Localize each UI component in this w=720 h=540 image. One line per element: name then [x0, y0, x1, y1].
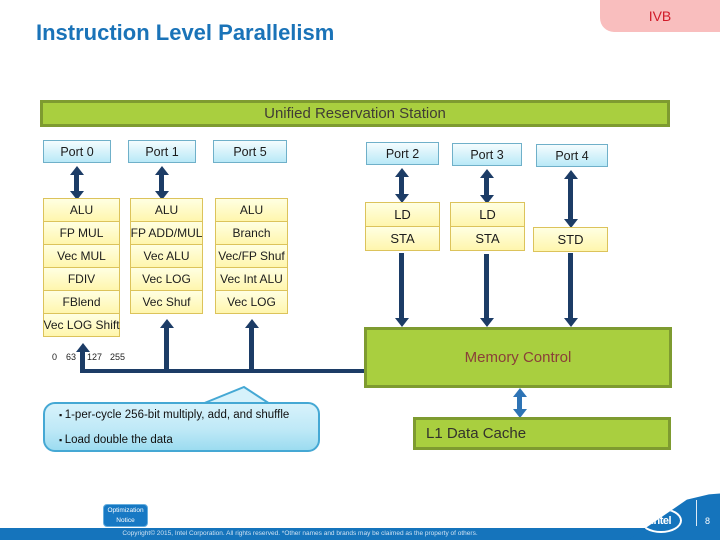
memory-l1-double-arrow-icon	[517, 396, 522, 410]
unit-box: Vec LOG	[215, 290, 288, 314]
unit-box: Vec ALU	[130, 244, 203, 268]
footer-separator	[696, 500, 697, 526]
port3-box: Port 3	[452, 143, 522, 166]
unit-box: FBlend	[43, 290, 120, 314]
unit-box: Vec/FP Shuf	[215, 244, 288, 268]
port3-double-arrow-icon	[484, 177, 489, 196]
callout-bullet-2: Load double the data	[59, 434, 308, 446]
port0-unit-stack: ALU FP MUL Vec MUL FDIV FBlend Vec LOG S…	[43, 198, 120, 337]
port3-memory-arrow-icon	[484, 254, 489, 319]
unit-box: STA	[450, 226, 525, 251]
page-title: Instruction Level Parallelism	[36, 20, 335, 45]
port1-box: Port 1	[128, 140, 196, 163]
l1-data-cache-box: L1 Data Cache	[413, 417, 671, 450]
callout-bullet-1: 1-per-cycle 256-bit multiply, add, and s…	[59, 409, 308, 421]
port5-unit-stack: ALU Branch Vec/FP Shuf Vec Int ALU Vec L…	[215, 198, 288, 314]
intel-corner: intel 8	[628, 493, 720, 540]
port0-box: Port 0	[43, 140, 111, 163]
port3-unit-stack: LD STA	[450, 202, 525, 251]
unit-box: Branch	[215, 221, 288, 245]
port1-bus-arrow-icon	[164, 327, 169, 369]
unit-box: FP MUL	[43, 221, 120, 245]
page-number: 8	[705, 516, 711, 526]
port4-memory-arrow-icon	[568, 253, 573, 319]
unit-box: Vec MUL	[43, 244, 120, 268]
unit-box: ALU	[43, 198, 120, 222]
port2-double-arrow-icon	[399, 176, 404, 195]
port5-bus-arrow-icon	[249, 327, 254, 369]
unit-box: STA	[365, 226, 440, 251]
unit-box: FDIV	[43, 267, 120, 291]
ruler-tick-label: 255	[110, 352, 126, 362]
callout-box: 1-per-cycle 256-bit multiply, add, and s…	[43, 402, 320, 452]
unit-box: FP ADD/MUL	[130, 221, 203, 245]
unit-box: STD	[533, 227, 608, 252]
unit-box: ALU	[215, 198, 288, 222]
unit-box: ALU	[130, 198, 203, 222]
port0-bus-arrow-icon	[80, 351, 85, 369]
footer-copyright: Copyright© 2015, Intel Corporation. All …	[0, 528, 720, 540]
port1-double-arrow-icon	[159, 174, 164, 192]
memory-control-box: Memory Control	[364, 327, 672, 388]
ivb-tag: IVB	[600, 0, 720, 32]
port4-double-arrow-icon	[568, 178, 573, 220]
port4-box: Port 4	[536, 144, 608, 167]
port4-unit-stack: STD	[533, 227, 608, 252]
optimization-notice-badge[interactable]: Optimization Notice	[103, 504, 148, 527]
unit-box: LD	[450, 202, 525, 227]
port2-unit-stack: LD STA	[365, 202, 440, 251]
unit-box: Vec Shuf	[130, 290, 203, 314]
port2-box: Port 2	[366, 142, 439, 165]
ruler-tick-label: 127	[87, 352, 103, 362]
ruler-tick-label: 0	[52, 352, 58, 362]
callout-pointer-icon	[201, 385, 271, 405]
unit-box: Vec LOG Shift	[43, 313, 120, 337]
port2-memory-arrow-icon	[399, 253, 404, 319]
memory-bus-line	[80, 369, 365, 373]
unit-box: Vec Int ALU	[215, 267, 288, 291]
unified-reservation-station-box: Unified Reservation Station	[40, 100, 670, 127]
ruler-tick-label: 63	[66, 352, 77, 362]
port5-box: Port 5	[213, 140, 287, 163]
unit-box: LD	[365, 202, 440, 227]
unit-box: Vec LOG	[130, 267, 203, 291]
port1-unit-stack: ALU FP ADD/MUL Vec ALU Vec LOG Vec Shuf	[130, 198, 203, 314]
port0-double-arrow-icon	[74, 174, 79, 192]
intel-logo-icon: intel	[640, 508, 682, 533]
